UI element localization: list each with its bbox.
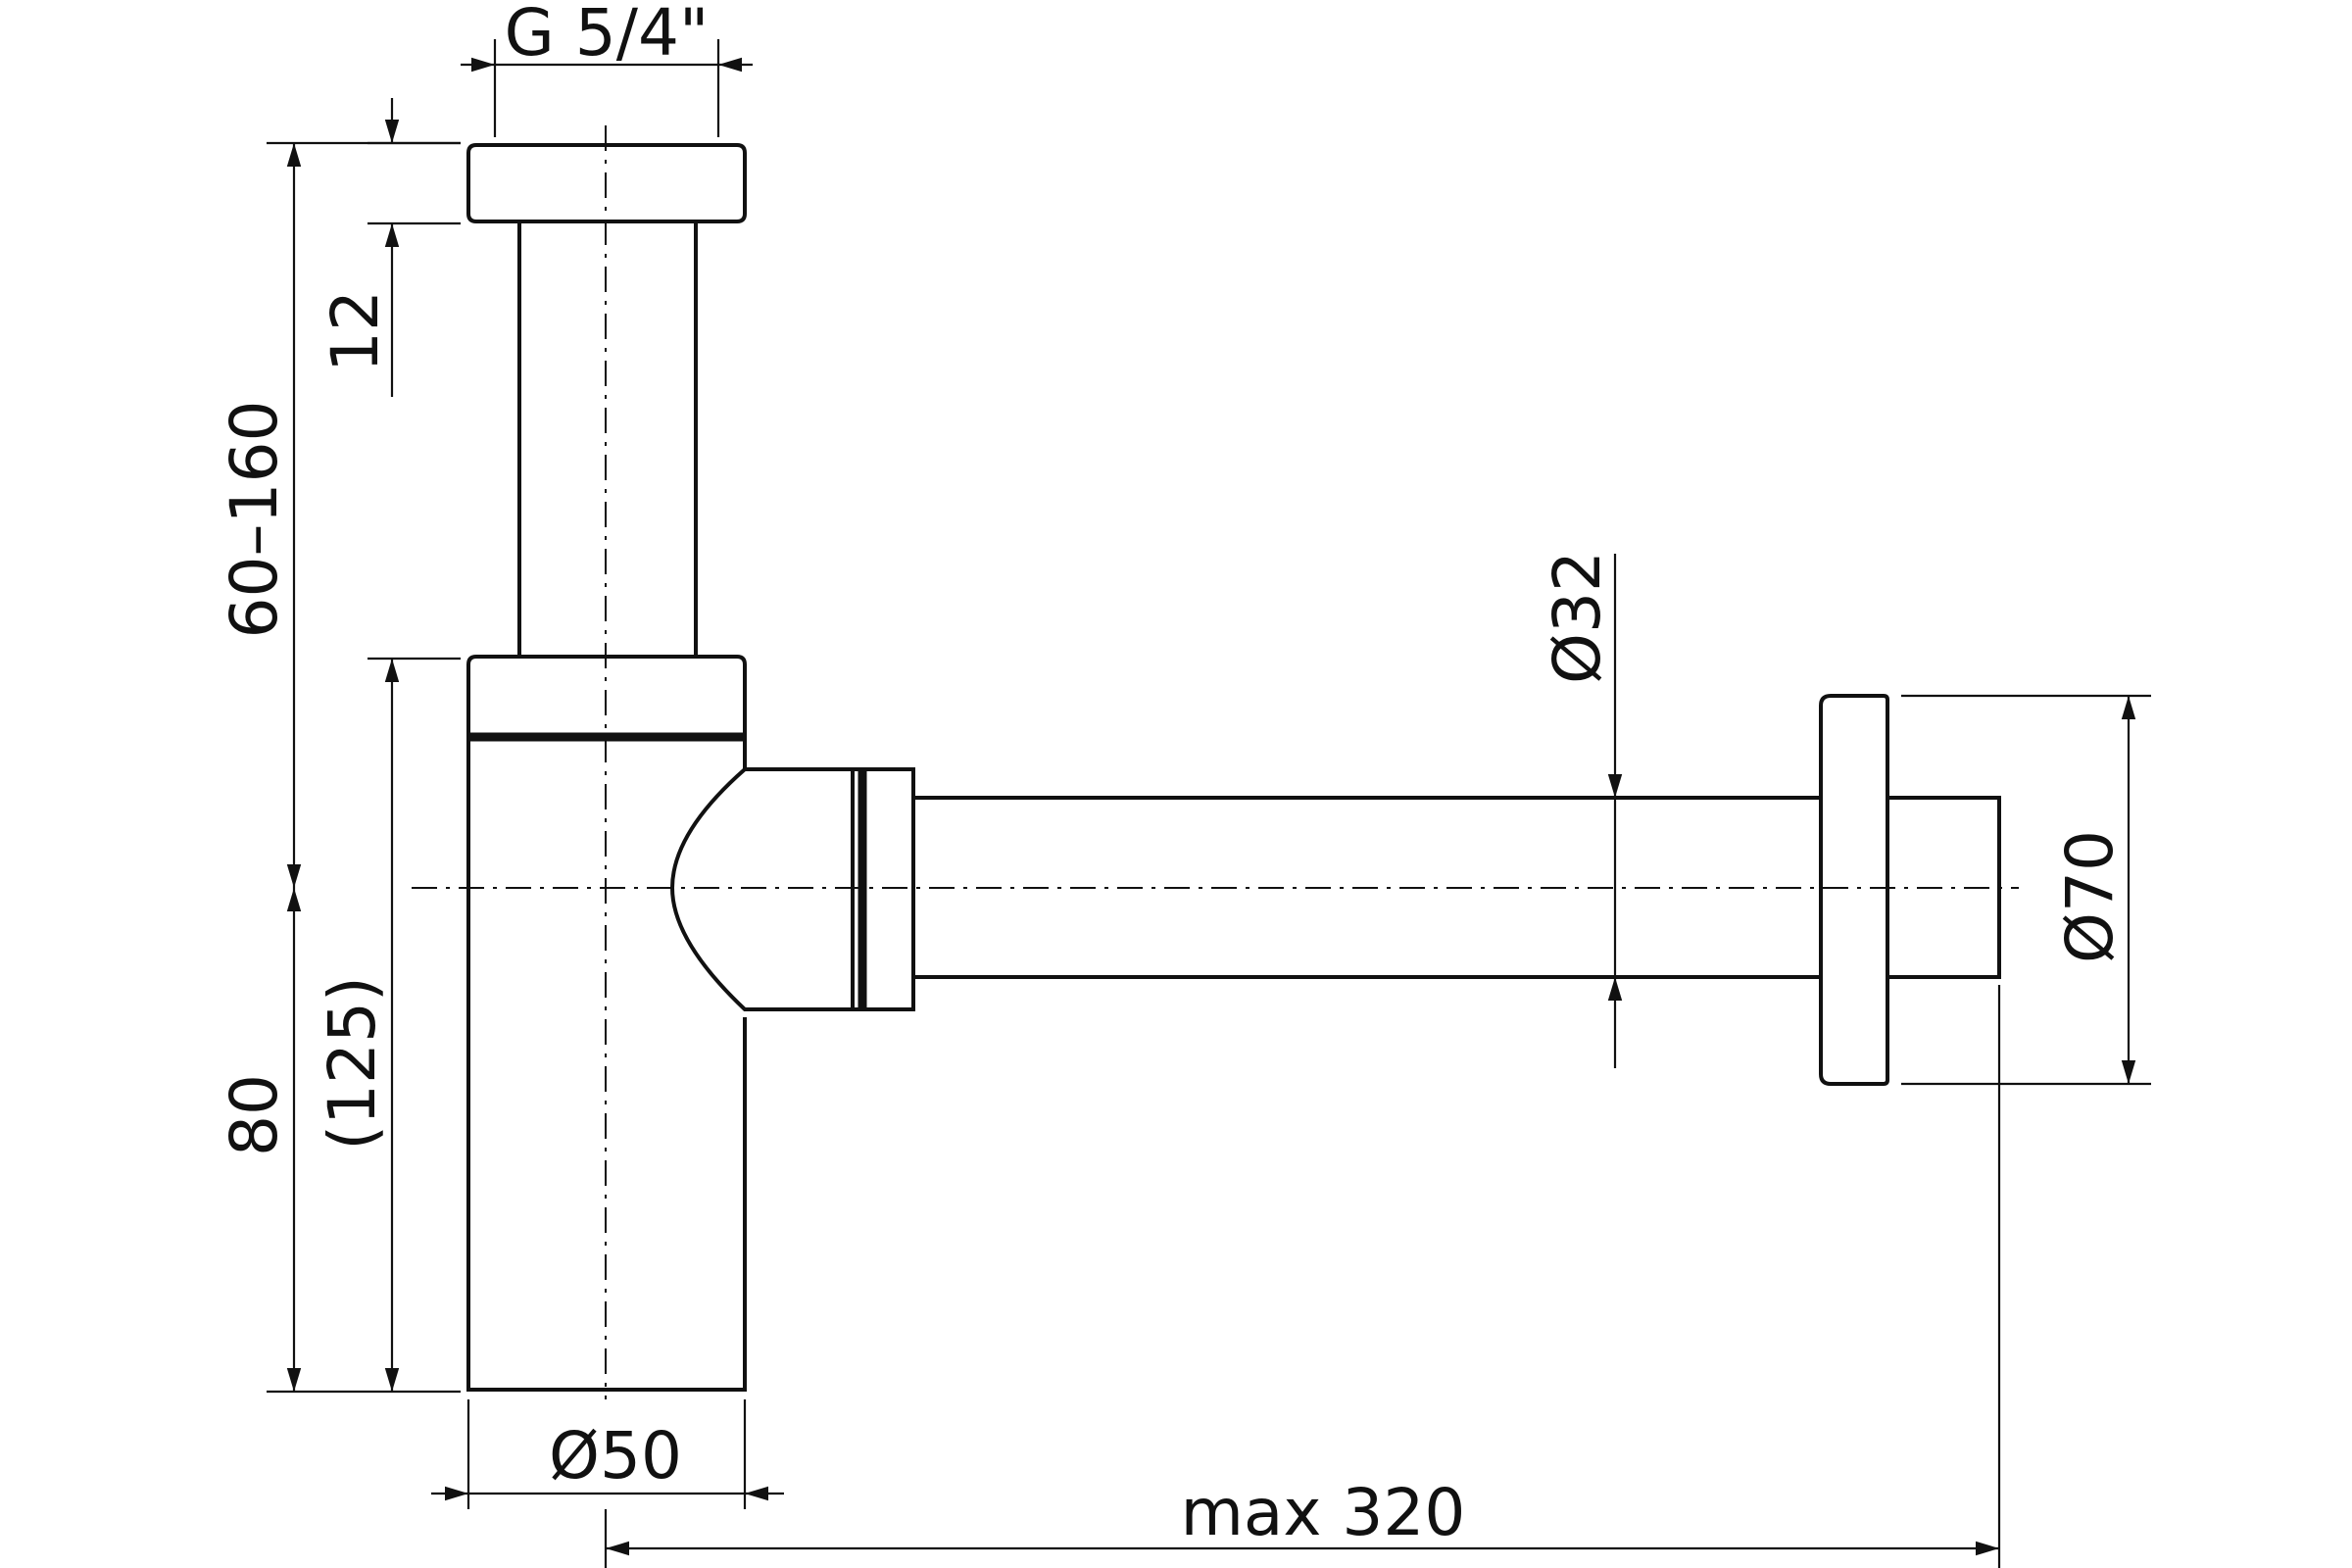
flange-diameter-label: Ø70 (2052, 830, 2128, 963)
centerlines (412, 125, 2019, 1399)
dimension-inlet-range: 60–160 (217, 141, 461, 888)
dimension-outlet-height-alt: (125) (315, 657, 461, 1392)
dimension-pipe-diameter: Ø32 (1540, 551, 1623, 1068)
pipe-end (1887, 796, 2001, 979)
thread-label: G 5/4" (505, 0, 710, 71)
body-diameter-label: Ø50 (549, 1418, 682, 1494)
outlet-height-label: 80 (217, 1074, 292, 1156)
top-cap (466, 143, 747, 223)
outlet-height-alt-label: (125) (315, 976, 390, 1150)
max-length-label: max 320 (1181, 1475, 1466, 1550)
outlet-pipe (913, 796, 1821, 979)
inlet-range-label: 60–160 (217, 401, 292, 639)
dimension-flange-diameter: Ø70 (1901, 694, 2151, 1086)
outlet-nut (851, 767, 915, 1011)
dimension-thread: G 5/4" (461, 0, 753, 137)
cap-height-label: 12 (318, 290, 393, 372)
pipe-diameter-label: Ø32 (1540, 551, 1615, 684)
dimension-max-length: max 320 (604, 985, 2001, 1568)
dimension-cap-height: 12 (318, 98, 461, 397)
inlet-pipe (517, 221, 698, 657)
outlet-junction (669, 767, 855, 1011)
dimension-body-diameter: Ø50 (431, 1399, 784, 1509)
wall-flange (1819, 694, 1889, 1086)
trap-body (466, 737, 747, 1392)
dimension-outlet-height: 80 (217, 888, 461, 1394)
